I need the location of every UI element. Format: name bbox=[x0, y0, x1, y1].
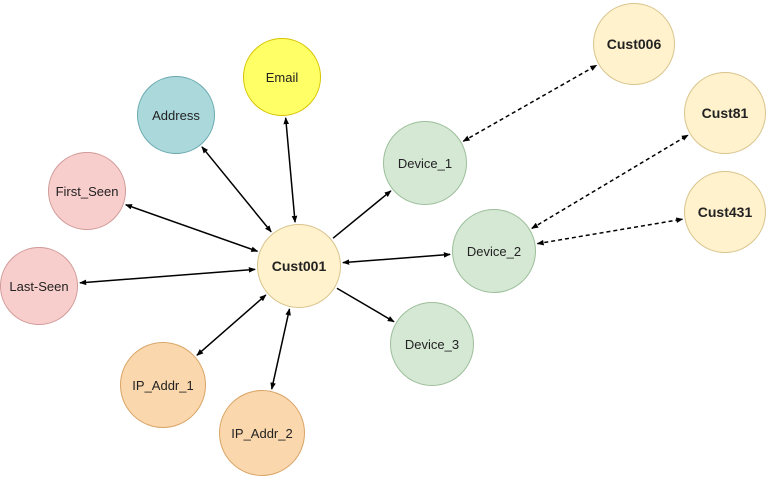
address-label: Address bbox=[152, 107, 200, 123]
edge-device_1-cust006 bbox=[462, 64, 598, 142]
edge-cust001-device_1 bbox=[332, 190, 392, 239]
cust006-node[interactable]: Cust006 bbox=[593, 3, 675, 85]
device-1-label: Device_1 bbox=[397, 155, 453, 171]
device-3-node[interactable]: Device_3 bbox=[390, 302, 474, 386]
last-seen-node[interactable]: Last-Seen bbox=[0, 247, 78, 325]
ip-addr-2-label: IP_Addr_2 bbox=[231, 425, 293, 441]
cust81-label: Cust81 bbox=[701, 105, 749, 121]
device-3-label: Device_3 bbox=[404, 336, 460, 352]
cust001-node[interactable]: Cust001 bbox=[257, 224, 341, 308]
cust006-label: Cust006 bbox=[606, 36, 662, 52]
first-seen-label: First_Seen bbox=[55, 183, 119, 199]
email-label: Email bbox=[265, 69, 299, 85]
device-2-node[interactable]: Device_2 bbox=[452, 209, 536, 293]
device-1-node[interactable]: Device_1 bbox=[383, 121, 467, 205]
last-seen-label: Last-Seen bbox=[9, 278, 69, 294]
edge-cust001-email bbox=[283, 117, 298, 223]
edge-cust001-address bbox=[201, 146, 272, 233]
device-2-label: Device_2 bbox=[466, 243, 522, 259]
ip-addr-1-label: IP_Addr_1 bbox=[132, 377, 194, 393]
edge-cust001-ip_addr_1 bbox=[196, 294, 267, 356]
edge-cust001-ip_addr_2 bbox=[270, 308, 291, 390]
address-node[interactable]: Address bbox=[137, 76, 215, 154]
edge-cust001-device_2 bbox=[342, 252, 451, 265]
email-node[interactable]: Email bbox=[243, 38, 321, 116]
edge-device_2-cust431 bbox=[536, 217, 684, 246]
ip-addr-1-node[interactable]: IP_Addr_1 bbox=[120, 342, 206, 428]
ip-addr-2-node[interactable]: IP_Addr_2 bbox=[219, 390, 305, 476]
edge-cust001-device_3 bbox=[336, 287, 395, 323]
edge-cust001-last_seen bbox=[79, 267, 256, 286]
cust431-label: Cust431 bbox=[697, 204, 753, 220]
edge-device_2-cust81 bbox=[531, 134, 689, 230]
cust001-label: Cust001 bbox=[271, 258, 327, 274]
edge-cust001-first_seen bbox=[124, 203, 259, 253]
first-seen-node[interactable]: First_Seen bbox=[48, 152, 126, 230]
cust431-node[interactable]: Cust431 bbox=[684, 171, 766, 253]
cust81-node[interactable]: Cust81 bbox=[684, 72, 766, 154]
